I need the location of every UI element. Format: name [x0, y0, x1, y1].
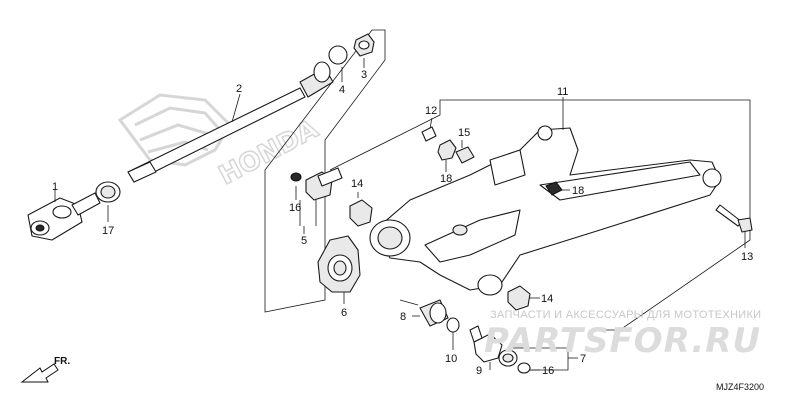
callout-12: 12 — [425, 105, 437, 117]
callout-17: 17 — [102, 225, 114, 237]
part-14-lock-nut-upper — [349, 199, 373, 227]
callout-16-lower: 16 — [542, 365, 554, 377]
callout-6: 6 — [341, 307, 347, 319]
callout-18-upper: 18 — [440, 173, 452, 185]
part-11-swingarm — [369, 125, 722, 296]
part-2-drive-shaft — [127, 61, 334, 183]
part-10-washer — [446, 317, 460, 333]
part-14-lock-nut-lower — [507, 285, 531, 311]
part-1-universal-joint — [27, 192, 101, 241]
watermark-top-text: ЗАПЧАСТИ И АКСЕССУАРЫ ДЛЯ МОТОТЕХНИКИ — [490, 309, 761, 321]
part-15-collar — [455, 146, 475, 164]
part-12-bolt — [421, 126, 437, 142]
callout-10: 10 — [445, 353, 457, 365]
part-5-pivot-assembly — [290, 167, 343, 201]
callout-4: 4 — [339, 84, 345, 96]
callout-14-lower: 14 — [541, 293, 553, 305]
callout-1: 1 — [52, 181, 58, 193]
leader-lines — [54, 58, 746, 371]
callout-9: 9 — [476, 365, 482, 377]
watermark-brand: PARTSFOR.RU — [484, 321, 761, 361]
direction-arrow-part-8 — [399, 299, 419, 306]
part-4-circlip — [328, 45, 348, 65]
callout-5: 5 — [301, 235, 307, 247]
diagram-code: MJZ4F3200 — [716, 382, 764, 392]
callout-2: 2 — [236, 83, 242, 95]
callout-7: 7 — [580, 353, 586, 365]
front-direction-indicator: FR. — [20, 356, 70, 383]
front-direction-label: FR. — [54, 356, 70, 367]
assembly-frame-right — [329, 99, 751, 331]
callout-14-upper: 14 — [351, 178, 363, 190]
part-17-oil-seal — [95, 181, 121, 203]
callout-3: 3 — [361, 69, 367, 81]
callout-16-upper: 16 — [289, 202, 301, 214]
callouts: 1 2 3 4 5 6 7 8 9 10 11 12 13 14 14 15 1… — [52, 69, 753, 377]
front-arrow-icon — [20, 363, 59, 383]
callout-15: 15 — [458, 127, 470, 139]
part-6-bearing-holder — [317, 235, 361, 293]
part-13-bolt — [715, 204, 753, 233]
part-18-nut-upper — [437, 139, 457, 161]
part-16-cap-lower — [517, 362, 531, 374]
part-3-nut — [353, 33, 375, 57]
part-8-dust-seal — [419, 299, 449, 327]
callout-13: 13 — [741, 251, 753, 263]
callout-11: 11 — [557, 86, 568, 98]
callout-8: 8 — [400, 311, 406, 323]
part-7-pivot-assembly — [469, 325, 531, 374]
callout-18-right: 18 — [572, 185, 584, 197]
